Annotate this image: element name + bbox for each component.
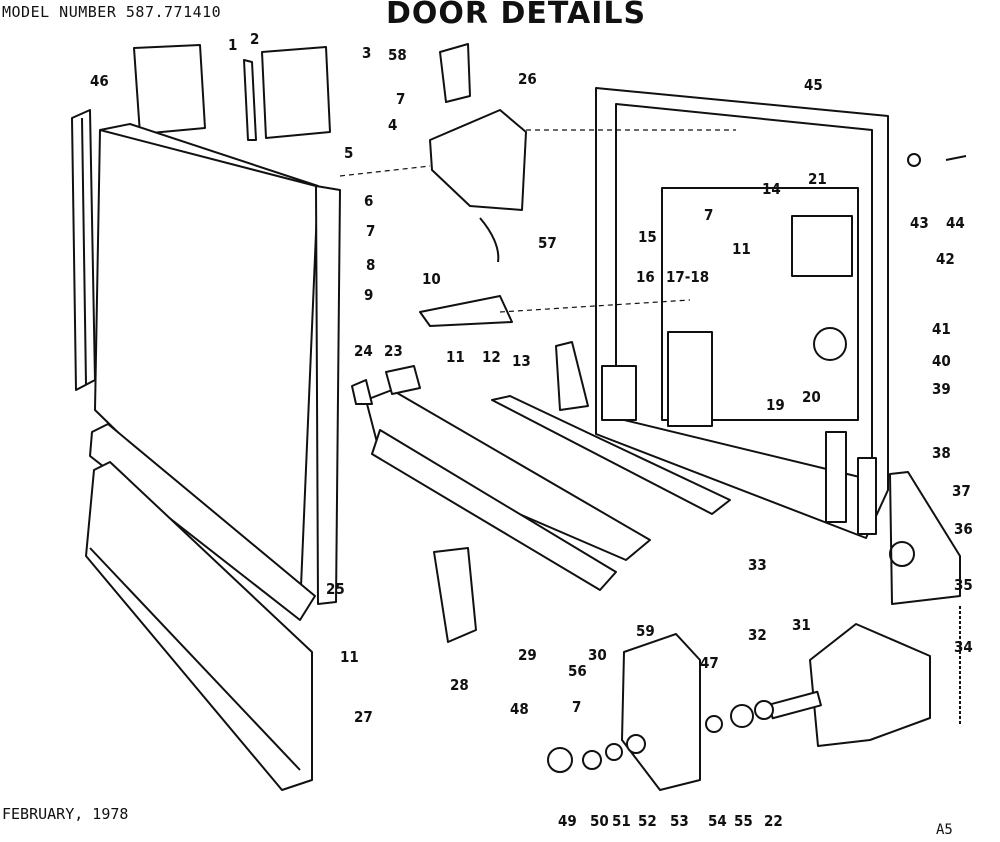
callout-label: 58 [388,46,407,64]
callout-label: 54 [708,812,727,830]
callout-label: 55 [734,812,753,830]
part-47-bracket [621,633,701,791]
callout-labels: 1 2 3 58 26 45 46 7 4 5 6 7 57 9 8 10 11… [90,30,973,830]
callout-label: 45 [804,76,823,94]
callout-label: 53 [670,812,689,830]
callout-label: 25 [326,580,345,598]
part-51-washer [605,743,623,761]
callout-label: 19 [766,396,785,414]
callout-label: 34 [954,638,973,656]
callout-label: 33 [748,556,767,574]
callout-label: 22 [764,812,783,830]
callout-label: 31 [792,616,811,634]
callout-label: 39 [932,380,951,398]
model-number: MODEL NUMBER 587.771410 [2,3,222,21]
callout-label: 11 [732,240,751,258]
callout-label: 11 [340,648,359,666]
callout-label: 52 [638,812,657,830]
callout-label: 17-18 [666,268,709,286]
part-25-bottom-trim [89,423,316,621]
callout-label: 57 [538,234,557,252]
part-8-side-frame [315,185,341,605]
callout-label: 35 [954,576,973,594]
callout-label: 3 [362,44,371,62]
callout-label: 30 [588,646,607,664]
part-24-clip [351,379,373,405]
part-33-rail [491,395,731,515]
part-54-washer [705,715,723,733]
callout-label: 7 [366,222,375,240]
callout-label: 4 [388,116,397,134]
part-27-kick-panel [85,461,313,791]
part-58-hinge [439,43,471,103]
callout-label: 42 [936,250,955,268]
revision-date: FEBRUARY, 1978 [2,805,129,823]
callout-label: 8 [366,256,375,274]
callout-label: 26 [518,70,537,88]
callout-label: 1 [228,36,237,54]
callout-label: 14 [762,180,781,198]
callout-label: 13 [512,352,531,370]
part-9-door-panel [94,123,319,611]
callout-label: 9 [364,286,373,304]
callout-label: 7 [572,698,581,716]
callout-label: 27 [354,708,373,726]
callout-label: 15 [638,228,657,246]
callout-label: 50 [590,812,609,830]
callout-label: 47 [700,654,719,672]
callout-label: 32 [748,626,767,644]
part-52-nut [626,734,646,754]
callout-label: 49 [558,812,577,830]
callout-label: 7 [704,206,713,224]
callout-label: 20 [802,388,821,406]
callout-label: 36 [954,520,973,538]
part-1-panel [133,44,206,135]
callout-label: 21 [808,170,827,188]
callout-label: 24 [354,342,373,360]
part-10-latch [419,295,513,327]
callout-label: 44 [946,214,965,232]
callout-label: 12 [482,348,501,366]
callout-label: 41 [932,320,951,338]
part-2-bracket [243,59,257,141]
callout-label: 43 [910,214,929,232]
callout-label: 29 [518,646,537,664]
callout-label: 40 [932,352,951,370]
part-31-hinge-arm [809,623,931,747]
part-22-washer [754,700,774,720]
callout-label: 23 [384,342,403,360]
callout-label: 7 [396,90,405,108]
page-title: DOOR DETAILS [386,0,647,31]
part-28-block [433,547,477,643]
part-23-clip [385,365,421,395]
callout-label: 48 [510,700,529,718]
callout-label: 2 [250,30,259,48]
part-50-washer [582,750,602,770]
callout-label: 59 [636,622,655,640]
callout-label: 6 [364,192,373,210]
callout-label: 28 [450,676,469,694]
part-26-hinge-assembly [429,109,527,211]
part-57-cable [479,217,500,263]
part-55-bushing [730,704,754,728]
callout-label: 11 [446,348,465,366]
part-35-hinge-plate [889,471,961,605]
callout-label: 51 [612,812,631,830]
part-3-panel [261,46,331,139]
callout-label: 56 [568,662,587,680]
callout-label: 5 [344,144,353,162]
callout-label: 37 [952,482,971,500]
page-code: A5 [936,822,953,838]
callout-label: 16 [636,268,655,286]
callout-label: 10 [422,270,441,288]
part-13-bracket [555,341,589,411]
callout-label: 46 [90,72,109,90]
callout-label: 38 [932,444,951,462]
part-40-cup [813,327,847,361]
part-48-clip [547,747,573,773]
